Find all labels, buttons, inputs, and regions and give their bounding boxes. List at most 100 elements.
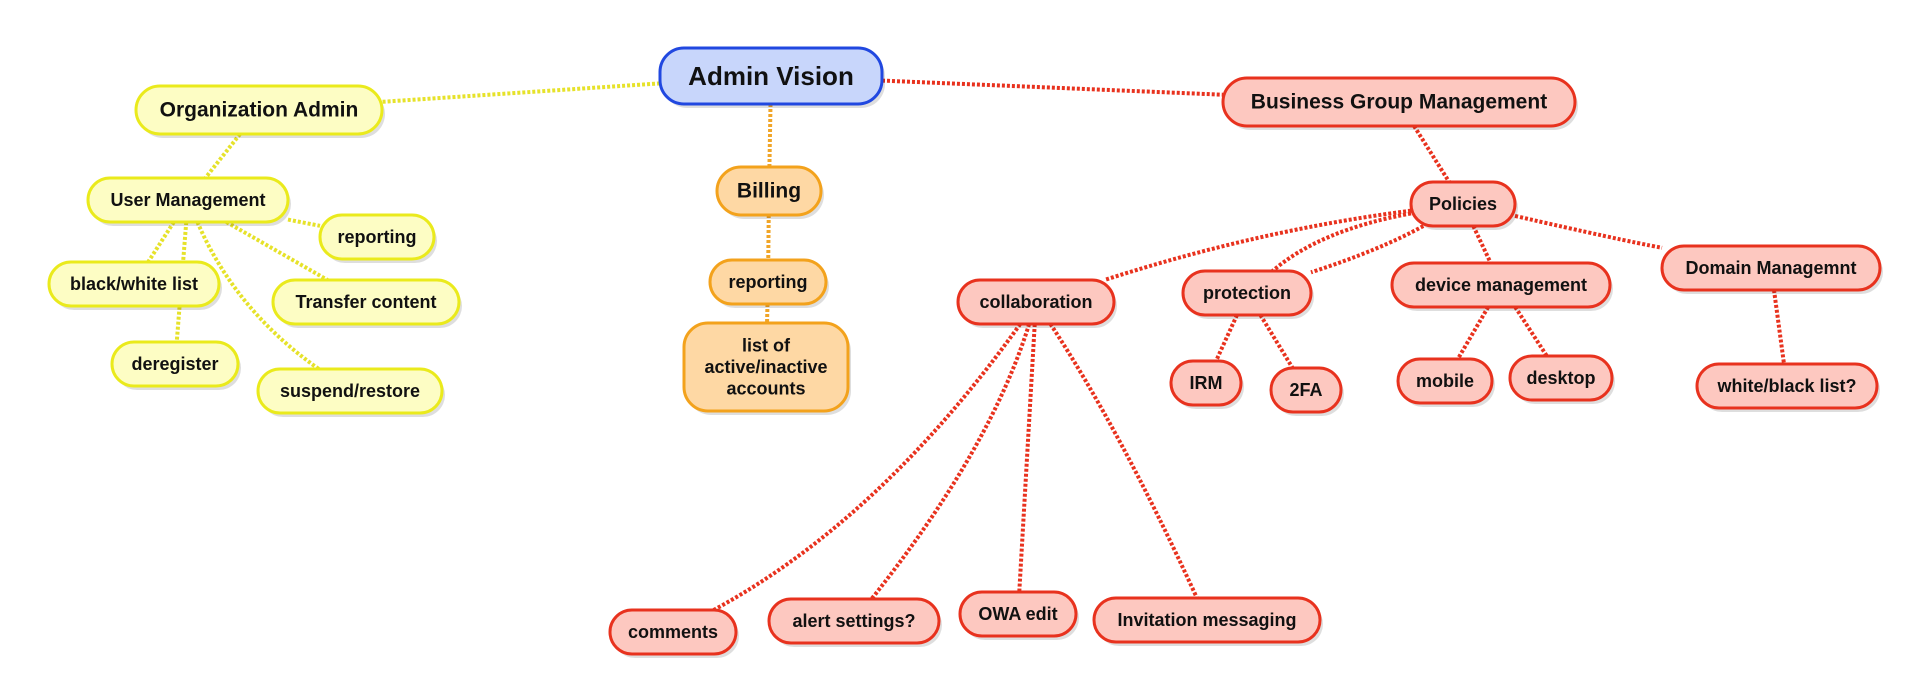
node-invitation-messaging[interactable]: Invitation messaging [1092, 596, 1323, 646]
node-box-white-black-list [1695, 362, 1879, 410]
node-collaboration[interactable]: collaboration [956, 278, 1117, 328]
node-label-invitation-messaging: Invitation messaging [1117, 610, 1296, 630]
node-box-deregister [110, 340, 240, 388]
node-label-billing: Billing [737, 180, 801, 203]
node-label-black-white-list: black/white list [70, 274, 198, 294]
node-box-reporting-user [318, 213, 436, 261]
connector-business-group-management-to-policies [1412, 124, 1451, 184]
node-label-white-black-list: white/black list? [1716, 376, 1856, 396]
node-domain-management[interactable]: Domain Managemnt [1660, 244, 1883, 294]
node-protection[interactable]: protection [1181, 269, 1314, 319]
node-box-collaboration [956, 278, 1116, 326]
node-label-transfer-content: Transfer content [295, 292, 436, 312]
node-box-organization-admin [134, 84, 384, 136]
connector-user-management-to-reporting-user [287, 217, 321, 228]
connector-user-management-to-black-white-list [146, 220, 176, 264]
connector-admin-vision-to-billing [767, 103, 773, 168]
node-label-policies: Policies [1429, 194, 1497, 214]
connector-policies-to-domain-management [1514, 213, 1663, 250]
connector-organization-admin-to-user-management [203, 132, 242, 180]
node-label-accounts-list-line-2: active/inactive [704, 357, 827, 377]
connector-user-management-to-transfer-content [225, 220, 329, 282]
node-business-group-management[interactable]: Business Group Management [1221, 76, 1578, 130]
node-box-desktop [1508, 354, 1614, 402]
node-two-fa[interactable]: 2FA [1269, 366, 1344, 416]
node-label-collaboration: collaboration [979, 292, 1092, 312]
node-reporting-user[interactable]: reporting [318, 213, 437, 263]
node-label-comments: comments [628, 622, 718, 642]
node-desktop[interactable]: desktop [1508, 354, 1615, 404]
node-box-mobile [1396, 357, 1494, 405]
node-deregister[interactable]: deregister [110, 340, 241, 390]
connector-collaboration-to-alert-settings [869, 323, 1032, 601]
connector-device-management-to-desktop [1513, 305, 1549, 358]
node-label-reporting-billing: reporting [729, 272, 808, 292]
connector-policies-to-device-management [1471, 225, 1493, 264]
connector-admin-vision-to-organization-admin [381, 81, 661, 104]
node-box-policies [1409, 180, 1517, 228]
node-box-business-group-management [1221, 76, 1577, 128]
node-box-suspend-restore [256, 367, 444, 415]
node-label-organization-admin: Organization Admin [160, 99, 359, 122]
connector-protection-to-irm [1214, 314, 1239, 362]
node-label-two-fa: 2FA [1289, 380, 1322, 400]
node-comments[interactable]: comments [608, 608, 739, 658]
node-irm[interactable]: IRM [1169, 359, 1244, 409]
node-user-management[interactable]: User Management [86, 176, 291, 226]
node-billing[interactable]: Billing [715, 165, 824, 219]
node-box-device-management [1390, 261, 1612, 309]
node-mobile[interactable]: mobile [1396, 357, 1495, 407]
node-label-alert-settings: alert settings? [792, 611, 915, 631]
connector-collaboration-to-owa-edit [1017, 323, 1037, 593]
node-white-black-list[interactable]: white/black list? [1695, 362, 1880, 412]
connector-policies-to-protection [1271, 211, 1412, 273]
node-box-two-fa [1269, 366, 1343, 414]
node-black-white-list[interactable]: black/white list [47, 260, 222, 310]
node-label-accounts-list-line-3: accounts [726, 379, 805, 399]
node-device-management[interactable]: device management [1390, 261, 1613, 311]
node-box-domain-management [1660, 244, 1882, 292]
connector-domain-management-to-white-black-list [1771, 289, 1787, 365]
connector-policies-to-collaboration [1103, 208, 1412, 282]
node-alert-settings[interactable]: alert settings? [767, 597, 942, 647]
node-label-deregister: deregister [131, 354, 218, 374]
node-label-accounts-list-line-1: list of [742, 335, 791, 355]
node-box-invitation-messaging [1092, 596, 1322, 644]
node-label-reporting-user: reporting [338, 227, 417, 247]
node-box-black-white-list [47, 260, 221, 308]
node-label-business-group-management: Business Group Management [1251, 91, 1547, 114]
node-label-user-management: User Management [110, 190, 265, 210]
node-reporting-billing[interactable]: reporting [708, 258, 829, 308]
node-box-user-management [86, 176, 290, 224]
connector-protection-to-two-fa [1258, 313, 1295, 370]
node-box-accounts-list [682, 321, 850, 413]
node-label-device-management: device management [1415, 275, 1587, 295]
connector-user-management-to-suspend-restore [195, 221, 320, 371]
node-box-owa-edit [958, 590, 1078, 638]
connector-lines [146, 78, 1787, 612]
connector-collaboration-to-comments [712, 322, 1022, 612]
node-box-protection [1181, 269, 1313, 317]
connector-admin-vision-to-business-group-management [881, 78, 1224, 97]
node-box-alert-settings [767, 597, 941, 645]
node-label-suspend-restore: suspend/restore [280, 381, 420, 401]
node-admin-vision[interactable]: Admin Vision [658, 46, 885, 108]
node-owa-edit[interactable]: OWA edit [958, 590, 1079, 640]
connector-collaboration-to-invitation-messaging [1048, 322, 1199, 599]
node-policies[interactable]: Policies [1409, 180, 1518, 230]
node-box-transfer-content [271, 278, 461, 326]
connector-device-management-to-mobile [1456, 305, 1490, 361]
node-label-admin-vision: Admin Vision [688, 61, 854, 91]
node-transfer-content[interactable]: Transfer content [271, 278, 462, 328]
node-box-comments [608, 608, 738, 656]
node-box-irm [1169, 359, 1243, 407]
node-organization-admin[interactable]: Organization Admin [134, 84, 385, 138]
node-label-mobile: mobile [1416, 371, 1474, 391]
node-suspend-restore[interactable]: suspend/restore [256, 367, 445, 417]
node-label-domain-management: Domain Managemnt [1685, 258, 1856, 278]
node-label-irm: IRM [1190, 373, 1223, 393]
node-label-desktop: desktop [1526, 368, 1595, 388]
